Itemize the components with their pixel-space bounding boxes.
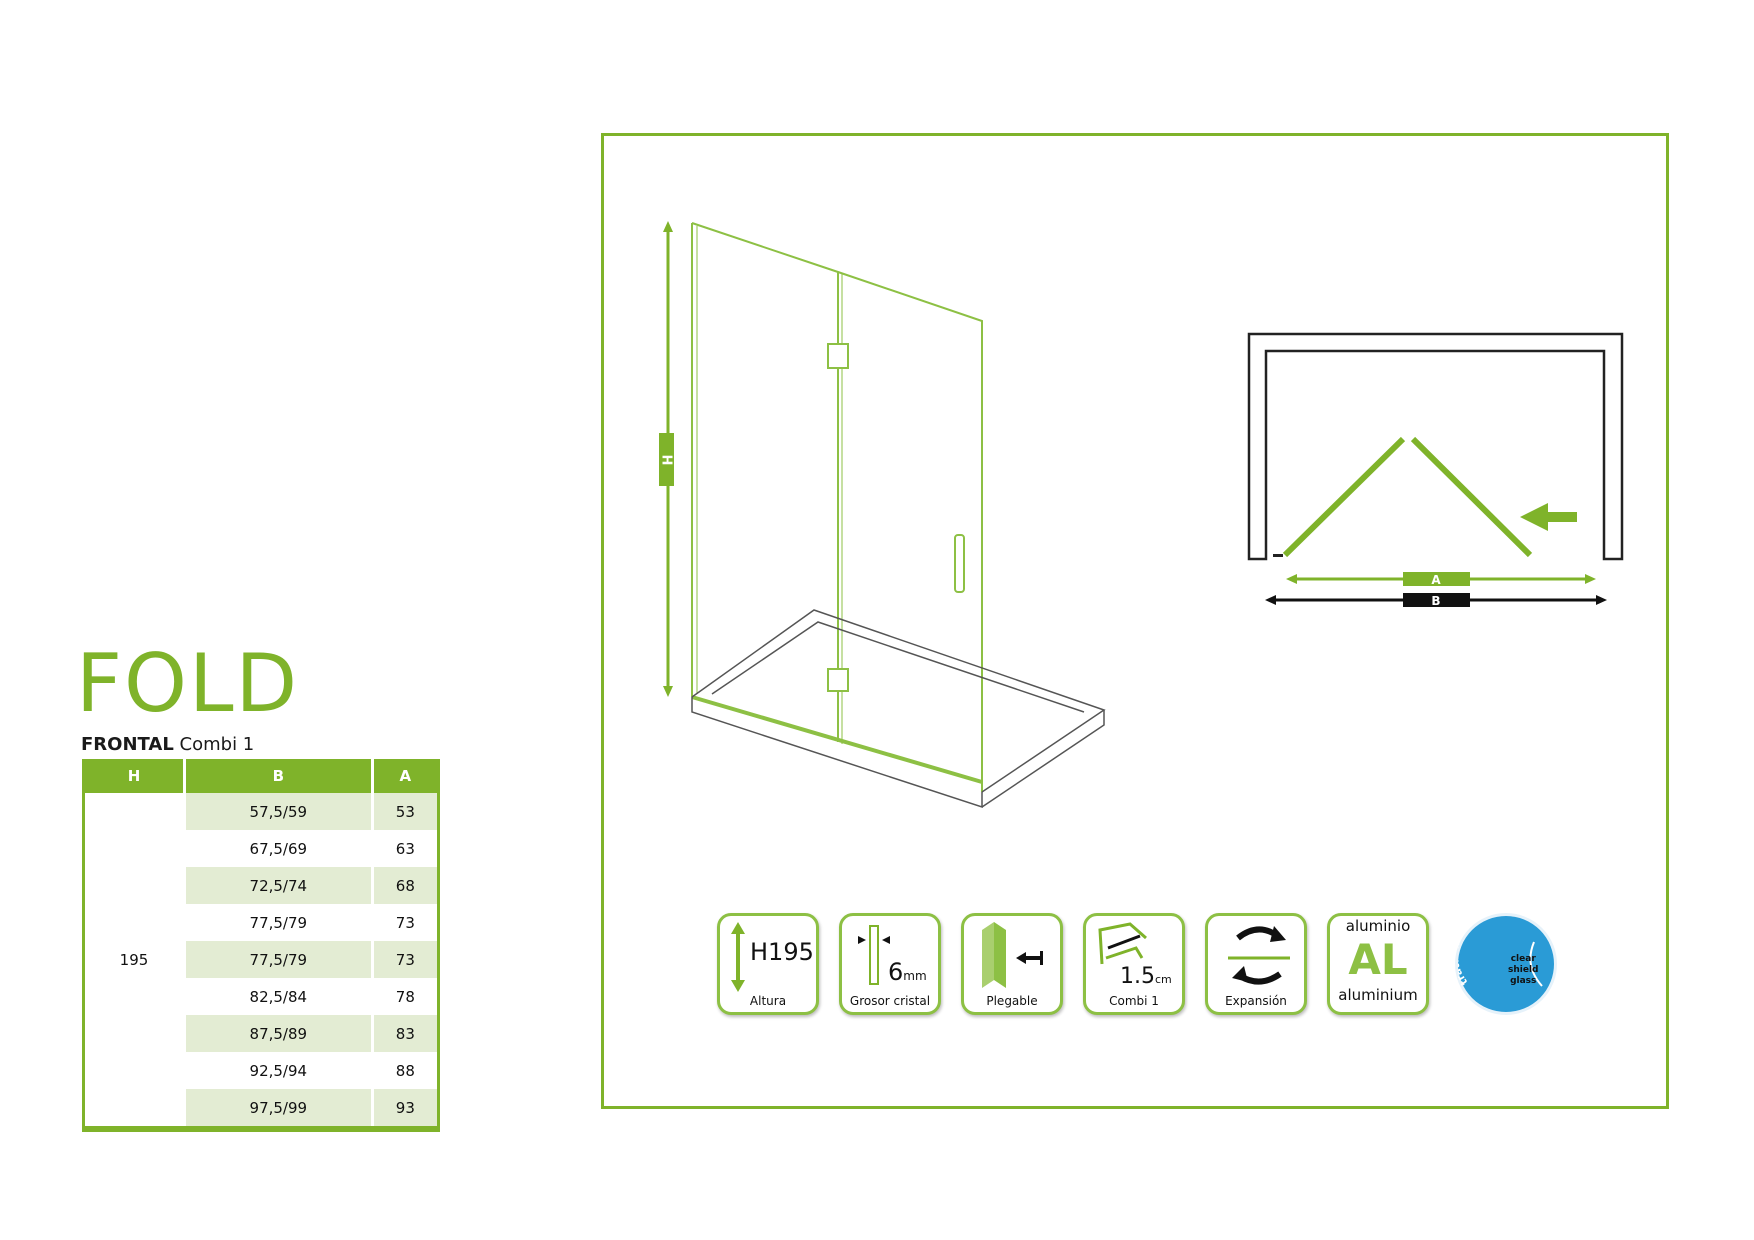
feature-unit: mm (903, 969, 927, 983)
feature-bottom-text: aluminium (1338, 986, 1418, 1004)
door-handle (954, 534, 965, 593)
cell-b: 92,5/94 (186, 1052, 374, 1089)
cell-b: 77,5/79 (186, 904, 374, 941)
height-label: H (659, 455, 674, 466)
feature-label: Grosor cristal (849, 994, 931, 1008)
product-subtitle: FRONTAL Combi 1 (81, 734, 254, 756)
plan-view: A B (1247, 332, 1624, 608)
glass-thickness-icon (858, 925, 890, 985)
width-a-label: A (1431, 573, 1441, 587)
table-row: 92,5/94 88 (85, 1052, 437, 1089)
shower-tray (691, 609, 1106, 809)
aluminium-icon: AL (1348, 935, 1408, 984)
feature-unit: cm (1155, 973, 1172, 986)
cell-a: 83 (373, 1015, 437, 1052)
cell-b: 67,5/69 (186, 830, 374, 867)
door-outline (691, 222, 983, 792)
feature-value: 6 (888, 958, 904, 986)
cell-a: 88 (395, 1061, 415, 1080)
feature-plegable: Plegable (961, 913, 1063, 1015)
badge-line: glass (1510, 976, 1537, 986)
hinge-bottom (827, 668, 849, 692)
header-h: H (85, 759, 186, 793)
badge-line: clear (1510, 954, 1536, 964)
cell-a: 73 (373, 941, 437, 978)
feature-label: Altura (749, 994, 787, 1008)
bottom-profile (691, 695, 983, 784)
cell-b: 82,5/84 (186, 978, 374, 1015)
table-row: 67,5/69 63 (85, 830, 437, 867)
table-row: 77,5/79 73 (85, 904, 437, 941)
combi-profile-icon (1098, 922, 1147, 965)
cell-b: 97,5/99 (185, 1089, 374, 1126)
feature-altura: H195 Altura (717, 913, 819, 1015)
cell-a: 63 (395, 839, 415, 858)
cell-a: 93 (373, 1089, 437, 1126)
header-b: B (185, 759, 374, 793)
feature-value: 1.5 (1120, 964, 1155, 989)
cell-a: 68 (373, 867, 437, 904)
feature-aluminium: aluminio AL aluminium (1327, 913, 1429, 1015)
cell-b: 57,5/59 (185, 793, 374, 830)
expansion-arrows-icon (1228, 926, 1290, 985)
feature-label: Expansión (1225, 994, 1287, 1008)
product-variant: Combi 1 (179, 734, 255, 755)
product-title: FOLD (76, 637, 300, 730)
table-header: H B A (85, 759, 437, 793)
diagram-frame (601, 133, 1669, 1109)
cell-a: 53 (373, 793, 437, 830)
cell-a: 73 (395, 913, 415, 932)
opening-arrow-icon (1520, 503, 1577, 531)
height-arrow-icon (731, 922, 745, 992)
shower-perspective (691, 222, 983, 792)
folding-door-icon (982, 922, 1043, 988)
height-dimension: H (659, 221, 674, 697)
table-row: 82,5/84 78 (85, 978, 437, 1015)
header-a: A (373, 759, 437, 793)
feature-grosor: 6mm Grosor cristal (839, 913, 941, 1015)
cell-b: 77,5/79 (185, 941, 374, 978)
cell-b: 72,5/74 (185, 867, 374, 904)
feature-combi: 1.5cm Combi 1 (1083, 913, 1185, 1015)
feature-label: Plegable (986, 994, 1038, 1008)
cell-h: 195 (85, 793, 186, 1126)
product-type: FRONTAL (81, 734, 174, 755)
width-b-label: B (1431, 594, 1440, 608)
feature-label: Combi 1 (1109, 994, 1159, 1008)
feature-expansion: Expansión (1205, 913, 1307, 1015)
badge-line: shield (1508, 965, 1539, 975)
hinge-top (827, 343, 849, 369)
badge-arc-text: tratamiento antical (1458, 916, 1543, 987)
feature-value: H195 (750, 938, 814, 966)
cell-b: 87,5/89 (185, 1015, 374, 1052)
clear-shield-badge: tratamiento antical clear shield glass (1455, 913, 1557, 1015)
cell-a: 78 (395, 987, 415, 1006)
feature-top-text: aluminio (1345, 917, 1411, 935)
